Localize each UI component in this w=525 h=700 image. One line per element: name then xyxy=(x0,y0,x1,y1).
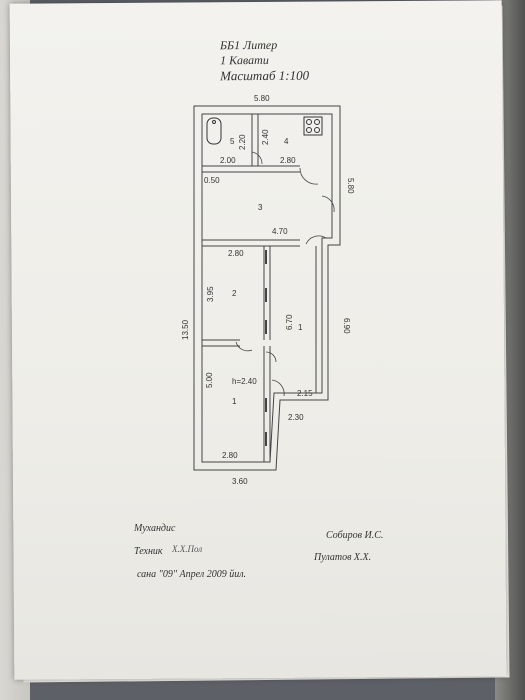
technician-signature: Х.Х.Пол xyxy=(172,544,203,554)
wall-room1-right xyxy=(263,346,271,462)
dim-corridor-bottom: 2.30 xyxy=(288,413,304,422)
technician-name: Пулатов Х.Х. xyxy=(314,552,372,563)
room-label-4: 4 xyxy=(284,137,289,146)
technician-label: Техник xyxy=(134,546,163,557)
room-label-1: 1 xyxy=(232,397,237,406)
bathtub-icon xyxy=(206,117,222,145)
dim-room1-width: 2.80 xyxy=(222,451,238,460)
room-label-1-corridor: 1 xyxy=(298,323,303,332)
dim-offset: 0.50 xyxy=(204,176,220,185)
door-right-top xyxy=(321,195,335,213)
dim-right-upper: 5.80 xyxy=(346,178,355,194)
door-room1 xyxy=(271,379,285,397)
room-label-5: 5 xyxy=(230,137,235,146)
door-room2-side xyxy=(265,351,277,363)
dim-corridor-step: 2.15 xyxy=(297,389,313,398)
door-room2 xyxy=(235,341,253,352)
dim-room1-height: 5.00 xyxy=(205,372,214,388)
inner-wall xyxy=(201,113,333,463)
dim-room4-height: 2.40 xyxy=(261,129,270,145)
dim-room4-width: 2.80 xyxy=(280,156,296,165)
dim-bottom-width: 3.60 xyxy=(232,477,248,486)
dim-room3-width: 4.70 xyxy=(272,227,288,236)
door-room5 xyxy=(251,151,263,165)
ceiling-height: h=2.40 xyxy=(232,377,257,386)
wall-room2-right xyxy=(263,246,271,340)
door-room4 xyxy=(299,167,319,185)
room-label-2: 2 xyxy=(232,289,237,298)
date-line: сана "09" Апрел 2009 йил. xyxy=(137,569,247,580)
stove-icon xyxy=(303,116,323,136)
dim-room2-height: 3.95 xyxy=(206,286,215,302)
dim-top-width: 5.80 xyxy=(254,94,270,103)
dim-room5-height: 2.20 xyxy=(238,134,247,150)
room-label-3: 3 xyxy=(258,203,263,212)
wall-room3-bottom xyxy=(202,239,300,247)
outer-wall xyxy=(193,105,341,471)
dim-room5-width: 2.00 xyxy=(220,156,236,165)
dim-corridor-height: 6.70 xyxy=(285,314,294,330)
engineer-label: Мухандис xyxy=(134,523,176,534)
engineer-name: Собиров И.С. xyxy=(326,530,384,541)
door-room3 xyxy=(305,235,327,245)
dim-total-height: 13.50 xyxy=(181,319,190,340)
dim-right-lower: 6.90 xyxy=(342,318,351,334)
wall-room2-bottom xyxy=(202,339,240,347)
dim-room2-width: 2.80 xyxy=(228,249,244,258)
